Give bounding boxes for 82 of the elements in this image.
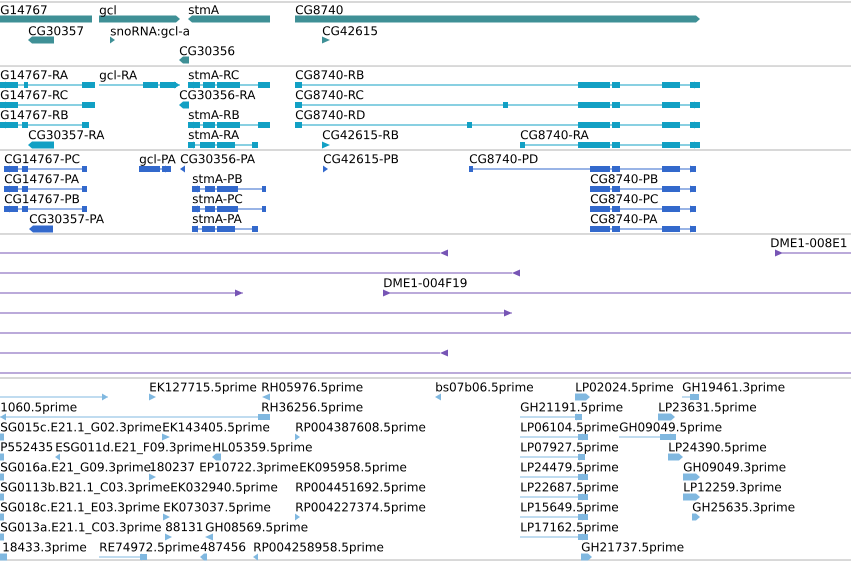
feature-label: GH21191.5prime: [520, 402, 622, 414]
feature-label: RP004258958.5prime: [254, 542, 384, 554]
feature-label: GH09049.5prime: [620, 422, 722, 434]
feature-label: stmA-PC: [192, 194, 242, 204]
feature-label: LP15649.5prime: [521, 502, 618, 514]
feature-label: CG30357-RA: [28, 130, 104, 140]
feature-label: 180237: [150, 462, 194, 472]
feature-label: stmA: [188, 5, 219, 14]
feature-label: LP23631.5prime: [659, 402, 756, 414]
feature-label: DME1-004F19: [384, 278, 467, 288]
feature-label: CG8740-PD: [470, 154, 538, 164]
feature-label: EK073037.5prime: [164, 502, 270, 514]
feature-label: LP02024.5prime: [576, 382, 674, 394]
feature-label: CG8740-PA: [590, 214, 658, 224]
feature-label: CG30357: [28, 26, 83, 36]
feature-label: CG8740-PB: [590, 174, 658, 184]
feature-label: LP24390.5prime: [669, 442, 766, 454]
feature-label: CG42615: [322, 26, 377, 36]
feature-label: GH21737.5prime: [582, 542, 684, 554]
feature-label: EK095958.5prime: [300, 462, 406, 474]
feature-label: RH05976.5prime: [262, 382, 362, 394]
feature-label: GH25635.3prime: [692, 502, 794, 514]
feature-label: 18433.3prime: [4, 542, 86, 554]
feature-label: stmA-PB: [192, 174, 242, 184]
feature-label: EP10722.3prime: [200, 462, 298, 474]
feature-label: CG30356-PA: [180, 154, 255, 164]
feature-label: RP004451692.5prime: [296, 482, 426, 494]
feature-label: CG8740-PC: [590, 194, 658, 204]
feature-label: CG30356: [180, 46, 234, 56]
feature-label: CG42615-PB: [324, 154, 398, 164]
feature-label: RP004227374.5prime: [296, 502, 426, 514]
feature-label: RP004387608.5prime: [296, 422, 426, 434]
feature-label: SG016a.E21_G09.3prime: [0, 462, 150, 474]
feature-label: stmA-RC: [188, 70, 239, 80]
feature-label: stmA-RA: [188, 130, 240, 140]
feature-label: ESG011d.E21_F09.3prime: [56, 442, 211, 454]
feature-label: CG14767-PA: [4, 174, 79, 184]
feature-label: HL05359.5prime: [213, 442, 312, 454]
feature-label: RH36256.5prime: [262, 402, 362, 414]
feature-label: GH08569.5prime: [206, 522, 308, 534]
feature-label: SG015c.E21.1_G02.3prime: [0, 422, 162, 434]
feature-label: EK143405.5prime: [163, 422, 270, 434]
feature-label: G14767-RC: [0, 90, 68, 100]
feature-label: RE74972.5prime: [100, 542, 200, 554]
feature-label: 1060.5prime: [2, 402, 76, 414]
feature-label: CG8740: [296, 5, 343, 14]
feature-label: P552435: [1, 442, 52, 452]
feature-label: CG8740-RA: [520, 130, 589, 140]
feature-label: gcl: [100, 5, 116, 17]
feature-label: DME1-008E1: [771, 238, 846, 248]
feature-label: LP07927.5prime: [521, 442, 618, 454]
feature-label: EK127715.5prime: [150, 382, 256, 394]
feature-label: SG018c.E21.1_E03.3prime: [0, 502, 160, 514]
feature-label: LP22687.5prime: [521, 482, 618, 494]
feature-label: stmA-PA: [192, 214, 242, 224]
feature-label: EK032940.5prime: [171, 482, 278, 494]
feature-label: LP17162.5prime: [521, 522, 618, 534]
feature-label: CG14767-PC: [4, 154, 80, 164]
feature-label: stmA-RB: [188, 110, 239, 120]
feature-label: G14767-RB: [0, 110, 68, 120]
feature-label: GH19461.3prime: [682, 382, 784, 394]
feature-label: LP12259.3prime: [684, 482, 782, 494]
feature-label: CG8740-RD: [296, 110, 365, 120]
feature-label: G14767: [0, 5, 47, 14]
feature-label: G14767-RA: [0, 70, 68, 80]
feature-label: LP06104.5prime: [521, 422, 618, 434]
feature-label: gcl-PA: [140, 154, 176, 166]
feature-label: CG8740-RB: [296, 70, 364, 80]
feature-label: SG0113b.B21.1_C03.3prime: [0, 482, 170, 494]
feature-label: GH09049.3prime: [684, 462, 786, 474]
feature-label: CG30356-RA: [180, 90, 256, 100]
feature-label: SG013a.E21.1_C03.3prime: [0, 522, 161, 534]
feature-label: LP24479.5prime: [521, 462, 618, 474]
feature-label: gcl-RA: [100, 70, 138, 82]
feature-label: 487456: [200, 542, 246, 552]
feature-label: 88131: [166, 522, 202, 532]
feature-label: CG42615-RB: [322, 130, 398, 140]
feature-label: CG30357-PA: [30, 214, 104, 224]
feature-label: snoRNA:gcl-a: [110, 26, 189, 38]
feature-label: CG14767-PB: [4, 194, 79, 204]
feature-label: CG8740-RC: [296, 90, 364, 100]
feature-label: bs07b06.5prime: [436, 382, 533, 394]
